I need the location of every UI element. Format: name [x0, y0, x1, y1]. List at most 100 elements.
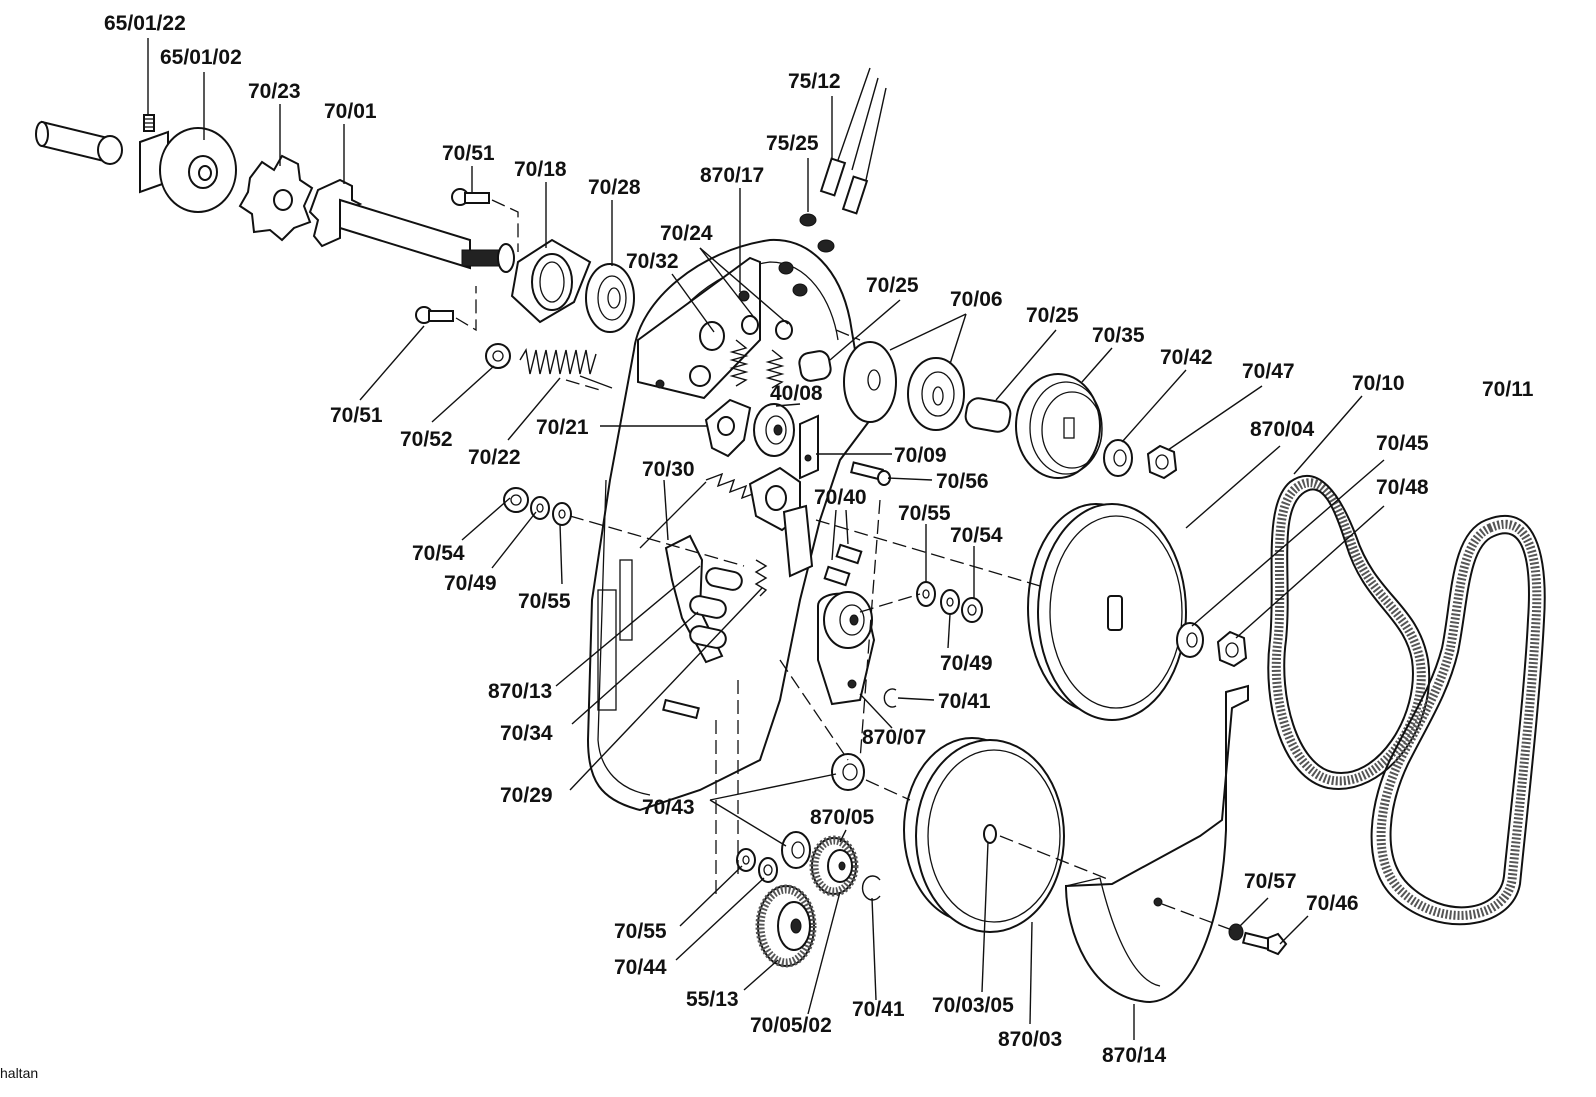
label-70-22: 70/22	[468, 446, 521, 469]
label-870-14: 870/14	[1102, 1044, 1167, 1067]
coupling-flange	[139, 127, 237, 213]
set-screw	[143, 114, 155, 132]
washers-right	[916, 581, 983, 623]
label-70-55-lower: 70/55	[614, 920, 667, 943]
rubber-spider	[238, 154, 314, 242]
dash-guard-screw	[1161, 903, 1233, 931]
pulley-70-35	[1015, 373, 1103, 479]
dash-vertical-right	[859, 499, 881, 761]
label-70-28: 70/28	[588, 176, 641, 199]
input-shaft-tube	[35, 120, 123, 165]
disc-70-06-b	[907, 357, 965, 431]
label-70-05-02: 70/05/02	[750, 1014, 832, 1037]
mounting-bracket	[637, 256, 761, 400]
label-70-43: 70/43	[642, 796, 695, 819]
spring-70-22	[519, 348, 613, 389]
label-70-56: 70/56	[936, 470, 989, 493]
dash-washers-left	[569, 515, 745, 567]
belt-guard-870-14	[1064, 684, 1249, 1004]
label-65-01-02: 65/01/02	[160, 46, 242, 69]
bolt-path-top	[491, 199, 519, 252]
label-65-01-22: 65/01/22	[104, 12, 186, 35]
footer-text: haltan	[0, 1065, 38, 1081]
label-70-57: 70/57	[1244, 870, 1297, 893]
screw-70-57	[1228, 923, 1244, 941]
gear-870-05	[809, 835, 859, 897]
label-870-04: 870/04	[1250, 418, 1315, 441]
label-70-21: 70/21	[536, 416, 589, 439]
dash-spring	[565, 379, 601, 391]
washer-70-43-lower	[781, 831, 811, 869]
label-70-09: 70/09	[894, 444, 947, 467]
label-70-25-right: 70/25	[1026, 304, 1079, 327]
washer-70-42	[1103, 439, 1133, 477]
label-870-17: 870/17	[700, 164, 764, 187]
screw-70-56	[850, 461, 891, 486]
spacer-70-09	[799, 414, 819, 480]
label-70-30: 70/30	[642, 458, 695, 481]
ball-bearing	[585, 263, 635, 333]
pulley-870-04	[1027, 503, 1187, 721]
dash-to-washer	[779, 659, 849, 761]
label-870-13: 870/13	[488, 680, 552, 703]
label-70-35: 70/35	[1092, 324, 1145, 347]
belt-70-10	[1267, 474, 1431, 790]
gear-55-13	[755, 884, 817, 968]
label-70-01: 70/01	[324, 100, 377, 123]
label-40-08: 40/08	[770, 382, 823, 405]
cable-nuts	[778, 213, 835, 297]
flange-bolt-top	[451, 188, 490, 206]
drive-shaft	[308, 178, 515, 273]
tensioner-roller-870-07	[817, 591, 876, 706]
label-70-41-lower: 70/41	[852, 998, 905, 1021]
label-70-03-05: 70/03/05	[932, 994, 1014, 1017]
pivot-pin-lower	[823, 543, 863, 587]
bushing-70-25-right	[964, 397, 1012, 433]
label-70-23: 70/23	[248, 80, 301, 103]
leader-lines	[147, 38, 1385, 1040]
label-70-34: 70/34	[500, 722, 553, 745]
bracket-screws	[738, 290, 793, 340]
label-70-41-upper: 70/41	[938, 690, 991, 713]
washer-70-43-upper	[831, 753, 865, 791]
bowden-cables	[819, 67, 887, 215]
idler-pulley-40-08	[753, 403, 795, 457]
label-870-03: 870/03	[998, 1028, 1062, 1051]
circlip-70-41-upper	[883, 688, 897, 708]
disc-70-06-a	[843, 341, 897, 423]
label-70-32: 70/32	[626, 250, 679, 273]
spring-upper	[729, 339, 785, 389]
label-70-42: 70/42	[1160, 346, 1213, 369]
label-70-55-right: 70/55	[898, 502, 951, 525]
label-70-54-right: 70/54	[950, 524, 1003, 547]
label-70-11: 70/11	[1482, 378, 1534, 401]
label-70-49-left: 70/49	[444, 572, 497, 595]
pulley-870-03	[903, 737, 1065, 933]
nut-70-48	[1216, 630, 1248, 668]
circlip-70-41-lower	[861, 875, 881, 901]
label-70-24: 70/24	[660, 222, 713, 245]
label-70-06: 70/06	[950, 288, 1003, 311]
bolt-path-bottom	[455, 286, 477, 332]
nut-70-47	[1146, 444, 1178, 480]
label-70-54-left: 70/54	[412, 542, 465, 565]
washers-left	[503, 487, 572, 526]
label-70-25-left: 70/25	[866, 274, 919, 297]
label-75-25: 75/25	[766, 132, 819, 155]
label-70-51-bottom: 70/51	[330, 404, 383, 427]
label-75-12: 75/12	[788, 70, 841, 93]
screw-70-46	[1241, 931, 1288, 956]
label-70-46: 70/46	[1306, 892, 1359, 915]
label-55-13: 55/13	[686, 988, 739, 1011]
bearing-flange	[510, 238, 592, 324]
washer-70-45	[1176, 622, 1204, 658]
label-70-47: 70/47	[1242, 360, 1295, 383]
label-70-52: 70/52	[400, 428, 453, 451]
flange-bolt-bottom	[415, 306, 454, 324]
dash-to-lower-pulley	[865, 779, 911, 801]
label-70-55-left: 70/55	[518, 590, 571, 613]
label-70-44: 70/44	[614, 956, 667, 979]
small-spring-70-29	[754, 559, 768, 597]
label-70-40: 70/40	[814, 486, 867, 509]
